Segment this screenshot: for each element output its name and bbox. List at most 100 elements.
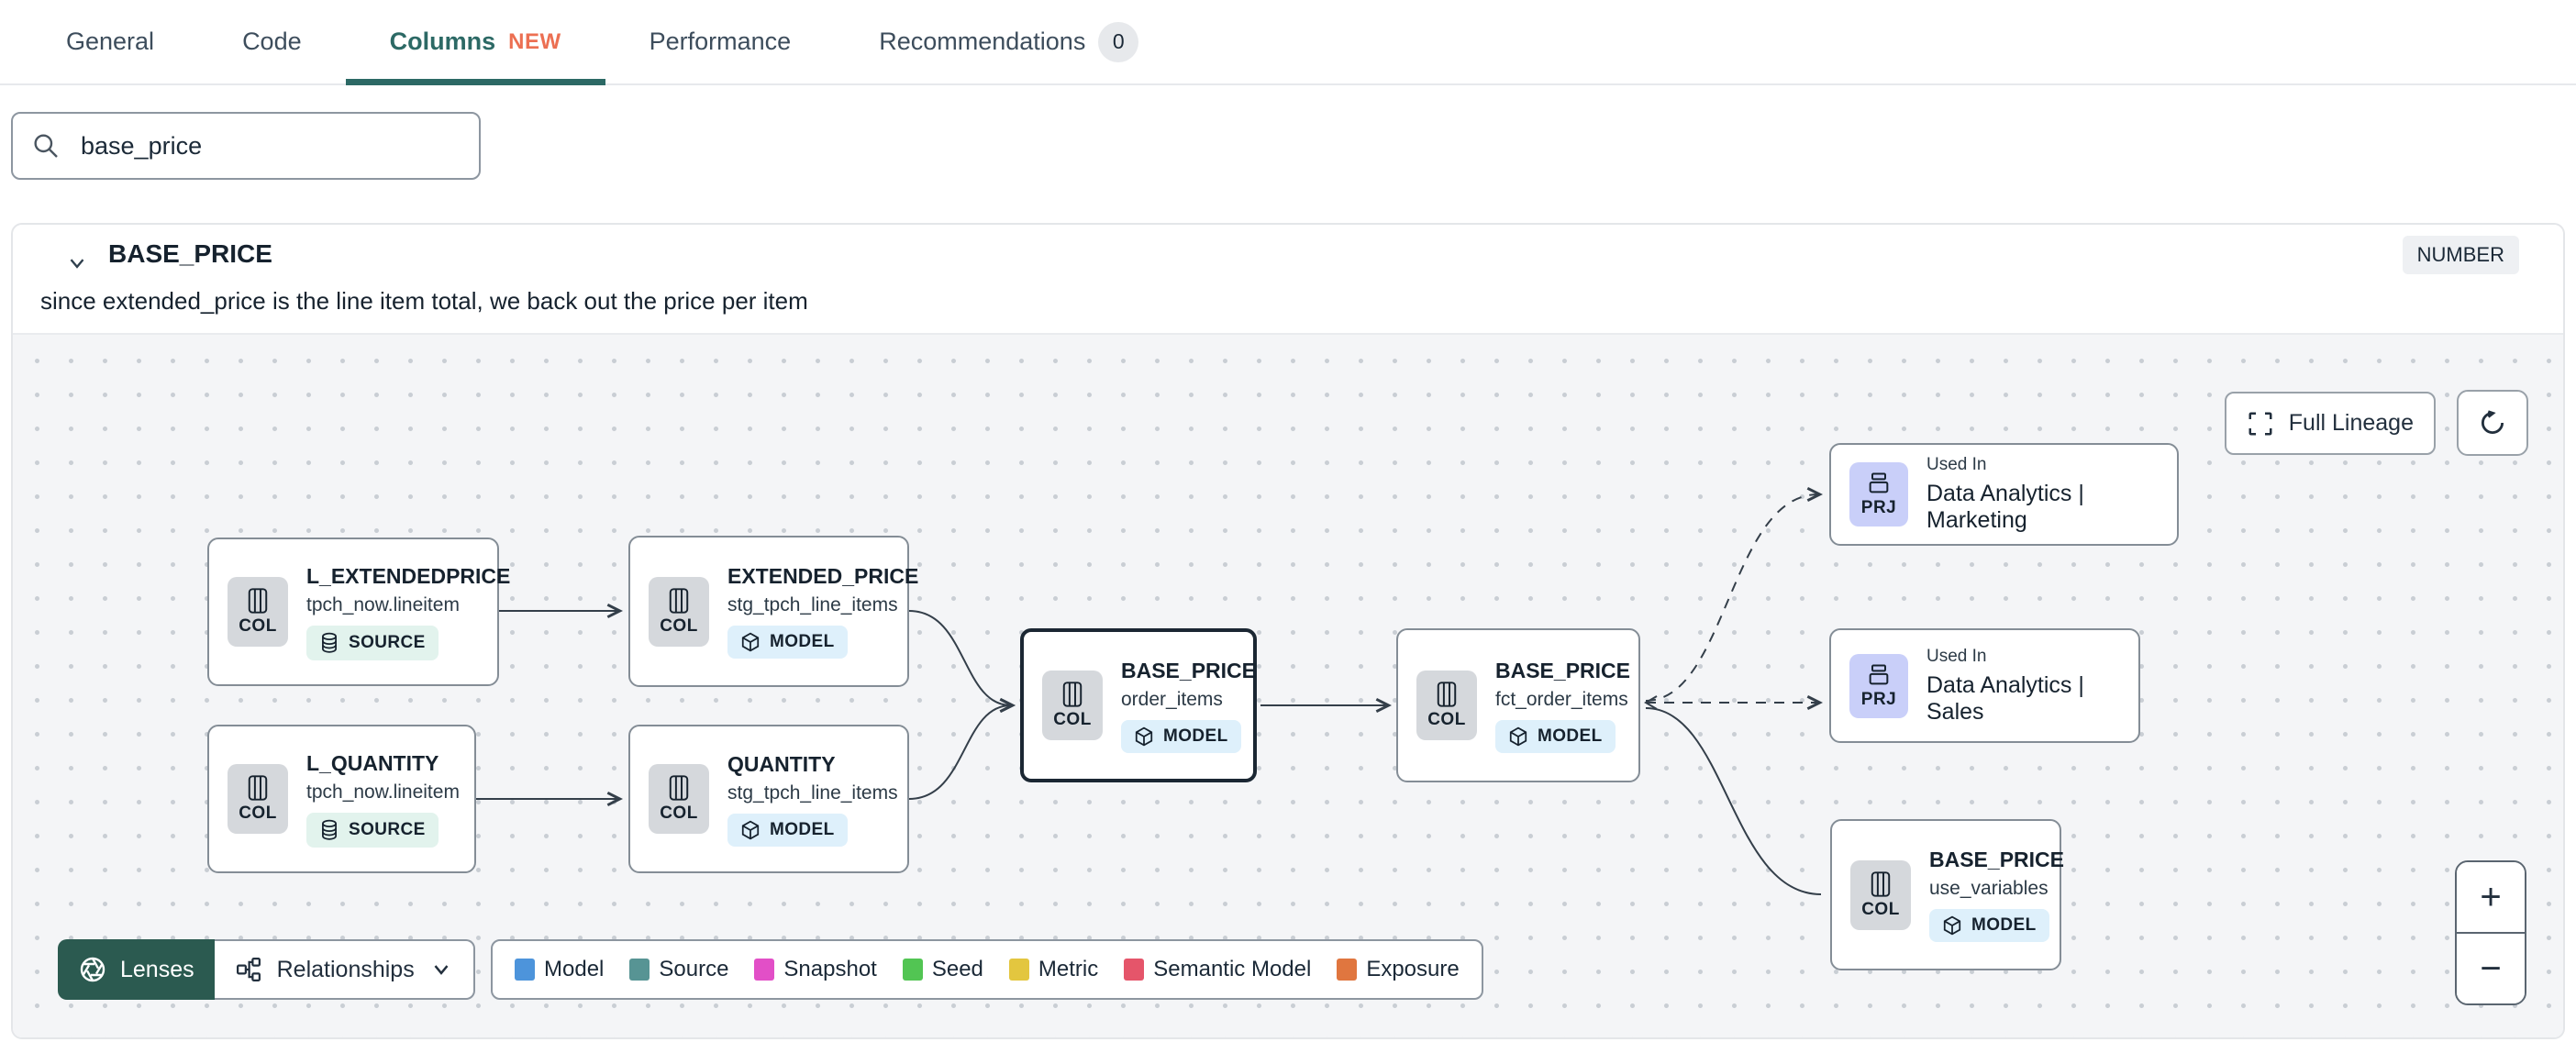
resource-kind-label: SOURCE [349,819,426,839]
node-title: BASE_PRICE [1929,848,2064,871]
legend-item: Model [515,957,604,982]
lenses-button[interactable]: Lenses [58,939,215,1000]
columns-icon [1871,870,1891,897]
lineage-legend: Model Source Snapshot Seed Metric Semant… [491,939,1483,1000]
column-panel: BASE_PRICE NUMBER since extended_price i… [11,223,2565,1039]
legend-swatch [1337,959,1358,981]
column-chip: COL [1850,859,1911,930]
cube-icon [1135,726,1153,746]
node-subtitle: stg_tpch_line_items [727,594,898,615]
legend-label: Metric [1038,957,1099,981]
full-lineage-label: Full Lineage [2288,410,2414,436]
cube-icon [1943,915,1961,936]
collapse-chevron-button[interactable] [61,247,94,280]
node-title: L_QUANTITY [306,750,439,775]
node-title: BASE_PRICE [1121,658,1256,682]
tab-bar: General Code Columns NEW Performance Rec… [0,0,2576,85]
legend-label: Snapshot [783,957,877,981]
resource-kind-label: MODEL [770,819,835,839]
resource-badge: MODEL [727,626,848,659]
column-chip: COL [649,764,709,834]
search-input[interactable] [81,131,461,161]
columns-icon [248,775,268,801]
lineage-node-l-quantity[interactable]: COL L_QUANTITY tpch_now.lineitem SOURCE [207,725,476,873]
lineage-node-extended-price[interactable]: COL EXTENDED_PRICE stg_tpch_line_items M… [628,536,918,687]
legend-label: Model [544,957,605,981]
legend-swatch [902,959,923,981]
zoom-in-button[interactable]: + [2457,862,2525,934]
chip-label: PRJ [1860,689,1897,709]
node-title: EXTENDED_PRICE [727,564,919,588]
columns-icon [1062,682,1083,707]
tab-label: General [66,28,155,55]
resource-kind-label: MODEL [770,632,835,651]
lineage-toolbar: Lenses Relationships [58,939,475,1000]
lineage-node-quantity[interactable]: COL QUANTITY stg_tpch_line_items MODEL [628,725,909,873]
lineage-node-exposure-marketing[interactable]: PRJ Used In Data Analytics | Marketing [1829,443,2179,546]
column-type-badge: NUMBER [2402,236,2519,274]
legend-item: Semantic Model [1124,957,1311,982]
tab-label: Columns [389,28,496,55]
legend-swatch [515,959,535,981]
project-chip: PRJ [1849,653,1908,718]
search-icon [34,134,58,158]
chip-label: COL [239,804,277,823]
relationships-dropdown[interactable]: Relationships [214,939,475,1000]
resource-kind-label: MODEL [1538,726,1603,746]
relationships-icon [236,958,261,981]
full-lineage-button[interactable]: Full Lineage [2224,392,2436,455]
lineage-node-base-price-order-items[interactable]: COL BASE_PRICE order_items MODEL [1020,628,1257,782]
used-in-label: Used In [1926,455,1987,474]
chip-label: COL [1861,899,1900,919]
expand-icon [2248,412,2272,435]
tab-performance[interactable]: Performance [605,0,836,83]
chip-label: COL [660,804,698,823]
count-badge: 0 [1098,21,1139,62]
lineage-node-base-price-use-variables[interactable]: COL BASE_PRICE use_variables MODEL [1830,819,2064,970]
columns-icon [1437,682,1457,707]
database-icon [322,632,337,653]
legend-label: Semantic Model [1153,957,1312,981]
columns-icon [248,588,268,614]
project-icon [1869,472,1889,493]
refresh-icon [2481,410,2504,435]
tab-recommendations[interactable]: Recommendations 0 [835,0,1183,83]
tab-general[interactable]: General [22,0,198,83]
node-title: L_EXTENDEDPRICE [306,563,511,588]
legend-swatch [754,959,775,981]
database-icon [322,819,337,840]
lineage-canvas[interactable]: COL L_EXTENDEDPRICE tpch_now.lineitem SO… [13,333,2563,1037]
chip-label: COL [1053,710,1092,729]
column-chip: COL [228,577,288,647]
zoom-control: + − [2455,860,2526,1005]
tab-label: Code [242,28,302,55]
legend-item: Exposure [1337,957,1460,982]
resource-kind-label: MODEL [1163,726,1228,746]
tab-columns[interactable]: Columns NEW [345,0,605,85]
chip-label: COL [239,616,277,636]
node-title: Data Analytics | Marketing [1926,481,2084,533]
cube-icon [1509,726,1527,746]
refresh-button[interactable] [2457,390,2528,456]
relationships-label: Relationships [276,956,415,982]
resource-badge: MODEL [727,813,848,847]
tab-code[interactable]: Code [198,0,346,83]
zoom-out-button[interactable]: − [2457,934,2525,1003]
legend-label: Seed [931,957,983,981]
lineage-node-l-extendedprice[interactable]: COL L_EXTENDEDPRICE tpch_now.lineitem SO… [207,538,510,686]
column-chip: COL [649,576,709,647]
columns-icon [669,587,689,614]
resource-badge: SOURCE [306,625,439,660]
resource-badge: MODEL [1495,719,1616,753]
chevron-down-icon [434,965,449,975]
tab-label: Performance [649,28,792,55]
column-chip: COL [1416,671,1477,740]
legend-swatch [1008,959,1029,981]
legend-item: Source [629,957,728,982]
column-chip: COL [228,764,288,834]
column-search[interactable] [11,112,481,180]
lineage-node-base-price-fct-order-items[interactable]: COL BASE_PRICE fct_order_items MODEL [1396,628,1640,782]
node-subtitle: tpch_now.lineitem [306,781,460,803]
lineage-node-exposure-sales[interactable]: PRJ Used In Data Analytics | Sales [1829,628,2140,743]
node-subtitle: order_items [1121,688,1223,710]
